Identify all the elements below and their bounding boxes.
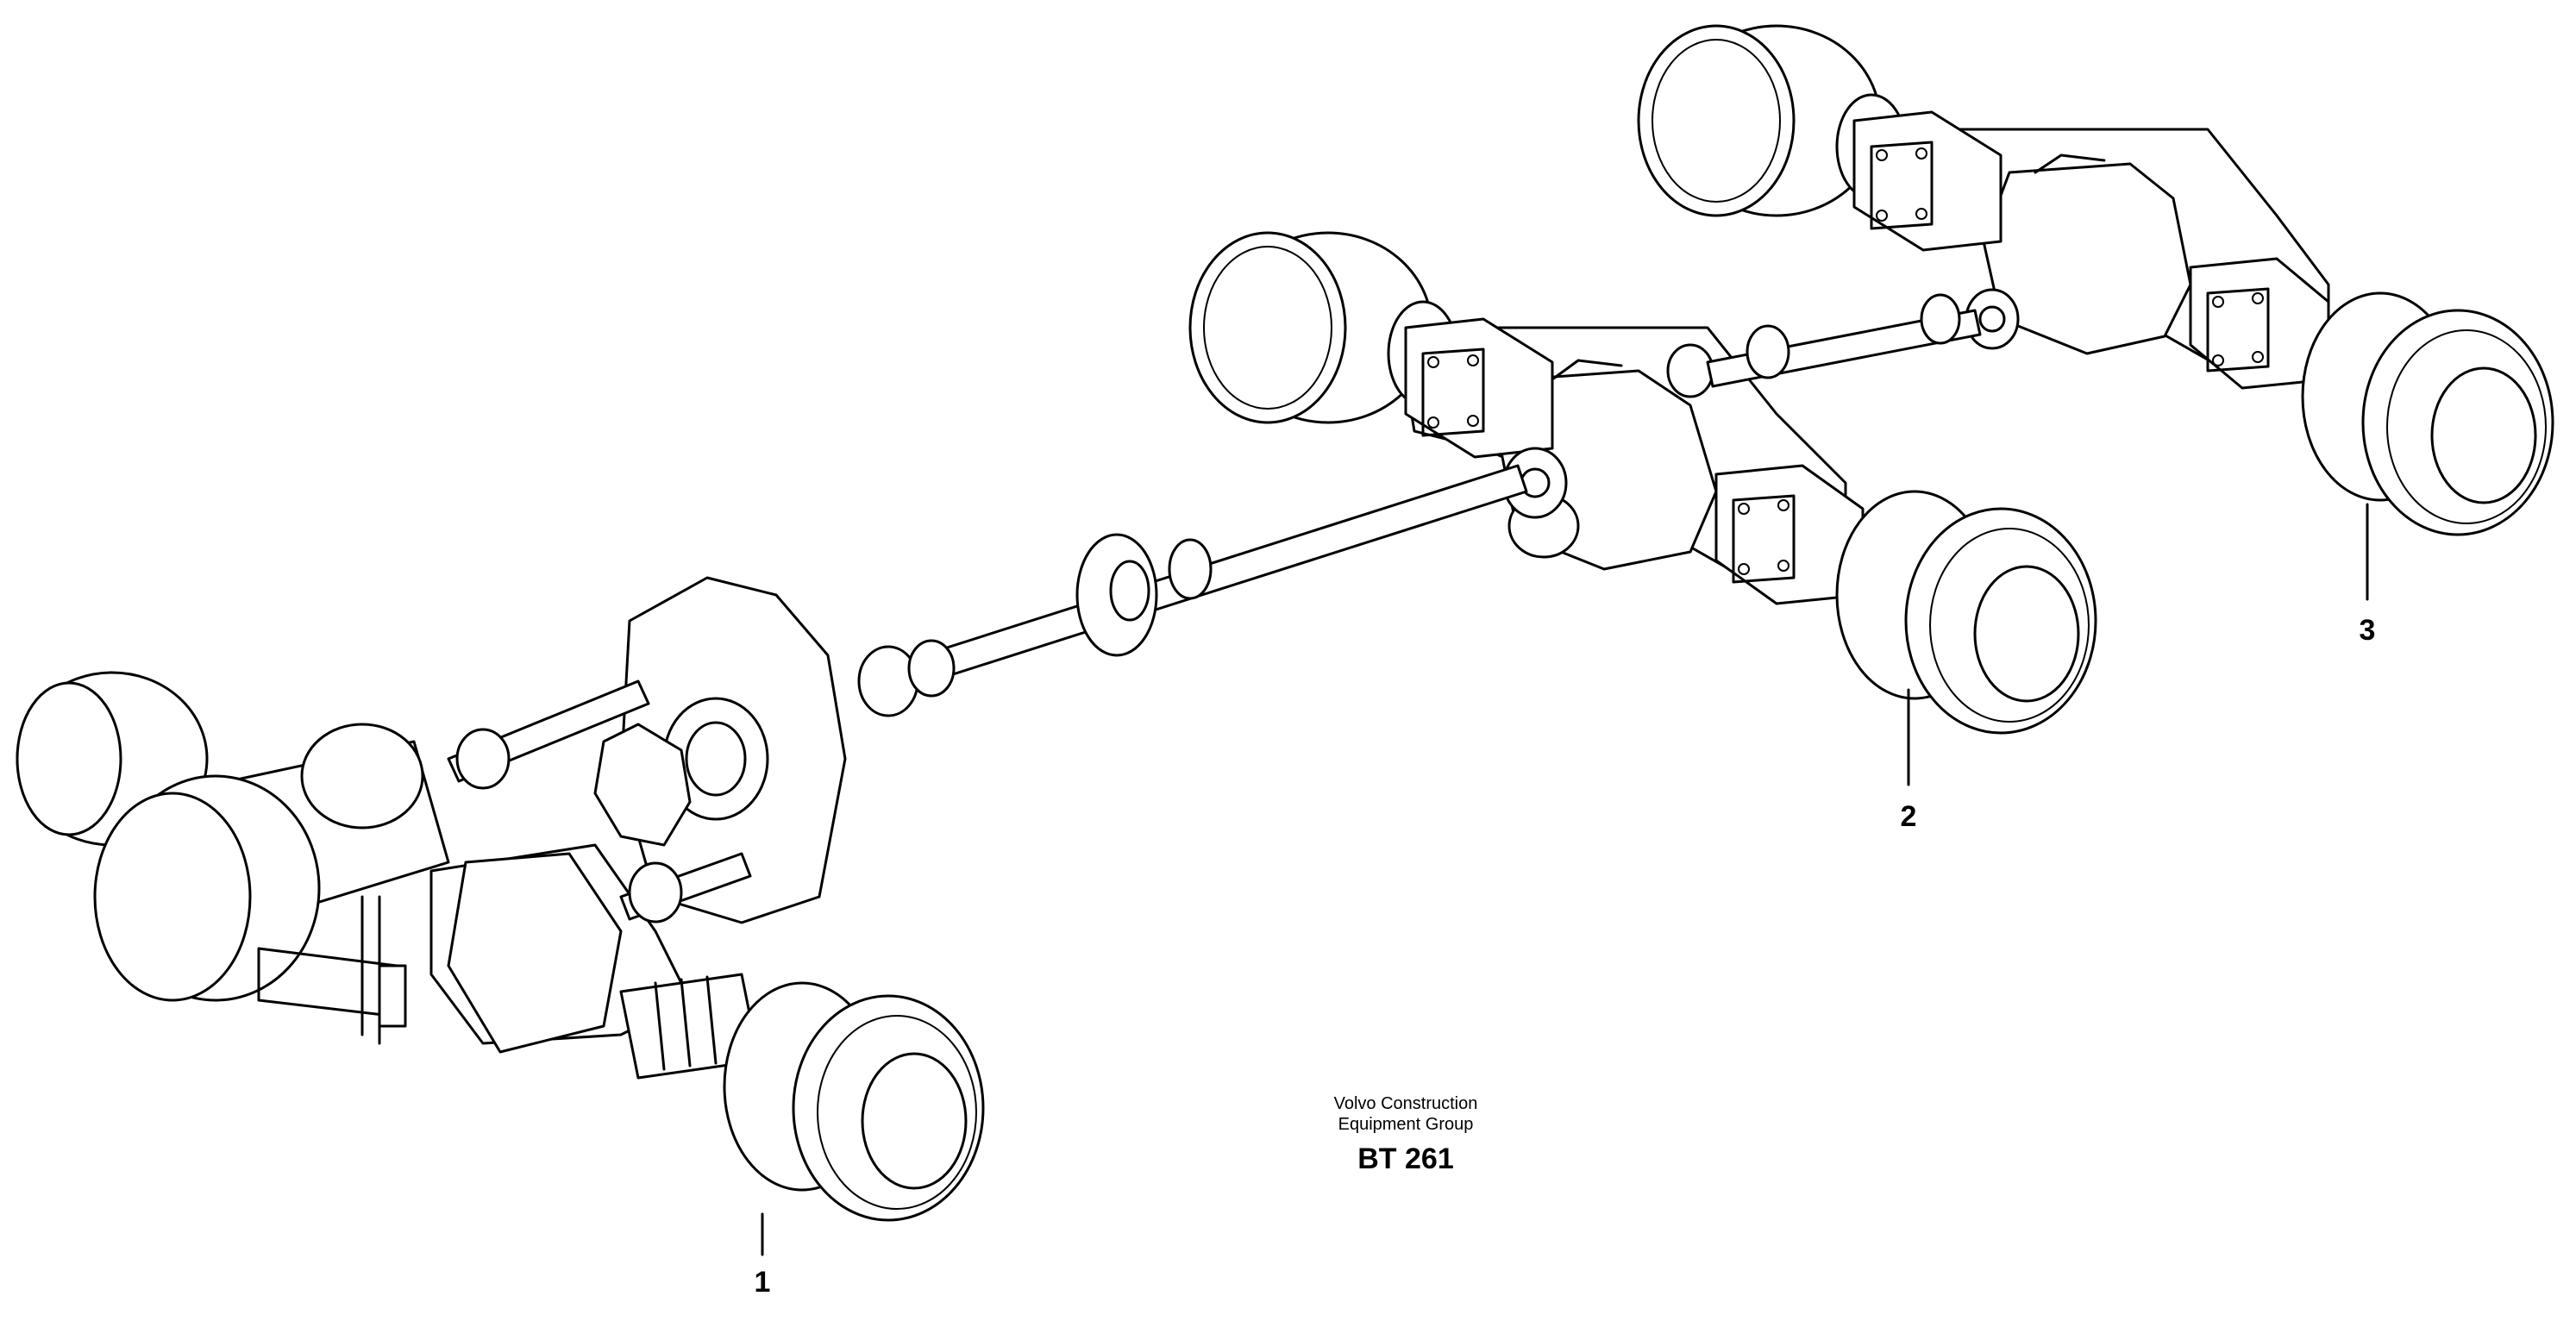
propshaft-2-3 [1706, 293, 1982, 388]
leader-lines [761, 503, 2369, 1256]
caption-company-line2: Equipment Group [1338, 1115, 1474, 1134]
caption-figure-code: BT 261 [1357, 1143, 1454, 1175]
callout-1-label: 1 [755, 1266, 771, 1299]
axle-1 [16, 576, 985, 1222]
axle-2 [1188, 231, 2097, 735]
propshaft-center [857, 464, 1528, 717]
caption-company-line1: Volvo Construction [1333, 1094, 1478, 1113]
callout-2-label: 2 [1901, 800, 1917, 833]
callout-3-label: 3 [2360, 614, 2376, 647]
axle-3 [1637, 24, 2554, 536]
